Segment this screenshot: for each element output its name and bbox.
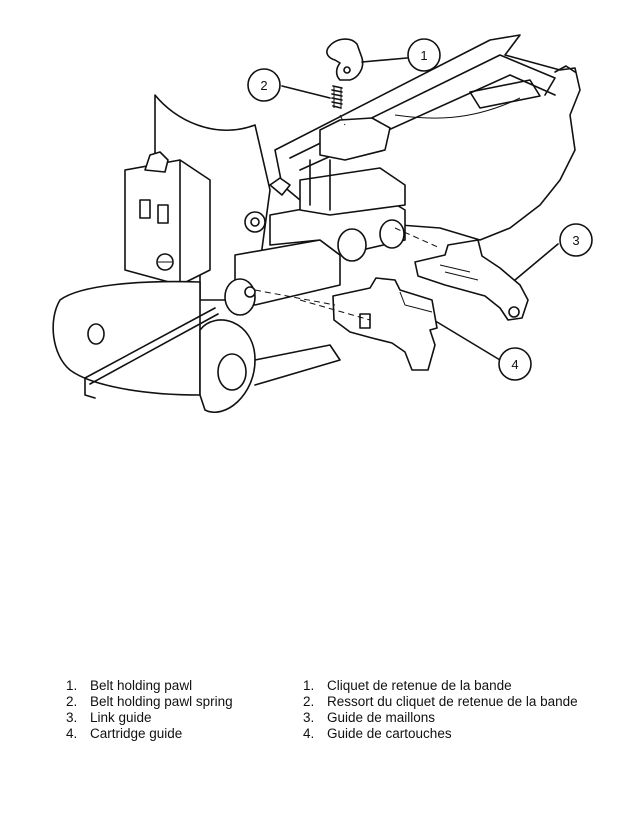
circle-callout-icon [247,68,281,102]
legend-number: 4. [303,726,315,741]
callout-1-label: 1 [420,48,427,63]
legend-french: 1. Cliquet de retenue de la bande 2. Res… [303,678,578,742]
circle-callout-icon [498,347,532,381]
callout-3-label: 3 [572,233,579,248]
leader-lines [281,57,559,361]
legend-item: 1. Belt holding pawl [66,678,233,694]
legend-number: 2. [303,694,315,709]
legend-label: Cartridge guide [90,726,183,741]
alignment-lines [254,114,441,321]
legend-label: Belt holding pawl [90,678,193,693]
belt-holding-pawl [326,38,364,81]
callout-2: 2 [247,68,281,102]
legend-english: 1. Belt holding pawl 2. Belt holding paw… [66,678,233,742]
legend-label: Link guide [90,710,152,725]
callout-2-label: 2 [260,78,267,93]
hex-key [84,307,219,399]
circle-callout-icon [407,38,441,72]
legend-label: Cliquet de retenue de la bande [327,678,512,693]
legend-number: 3. [66,710,78,725]
legend-item: 2. Belt holding pawl spring [66,694,233,710]
legend-number: 3. [303,710,315,725]
legend-number: 2. [66,694,78,709]
legend-item: 4. Guide de cartouches [303,726,578,742]
cartridge-guide [332,277,438,371]
bolt-assembly [224,117,406,316]
lower-housing [52,280,341,413]
legend-number: 4. [66,726,78,741]
legend-item: 3. Guide de maillons [303,710,578,726]
legend-label: Belt holding pawl spring [90,694,233,709]
legend-label: Guide de cartouches [327,726,452,741]
legend-item: 3. Link guide [66,710,233,726]
exploded-view-diagram: 1 2 3 4 [52,34,593,413]
legend-item: 4. Cartridge guide [66,726,233,742]
frame-block [124,94,271,301]
legend-number: 1. [66,678,78,693]
link-guide [414,239,529,321]
circle-callout-icon [559,223,593,257]
belt-holding-pawl-spring [331,85,343,109]
callout-3: 3 [559,223,593,257]
callout-4: 4 [498,347,532,381]
legend-item: 1. Cliquet de retenue de la bande [303,678,578,694]
legend-label: Ressort du cliquet de retenue de la band… [327,694,578,709]
callout-1: 1 [407,38,441,72]
legend-item: 2. Ressort du cliquet de retenue de la b… [303,694,578,710]
callout-4-label: 4 [511,357,518,372]
legend-number: 1. [303,678,315,693]
legend-label: Guide de maillons [327,710,436,725]
